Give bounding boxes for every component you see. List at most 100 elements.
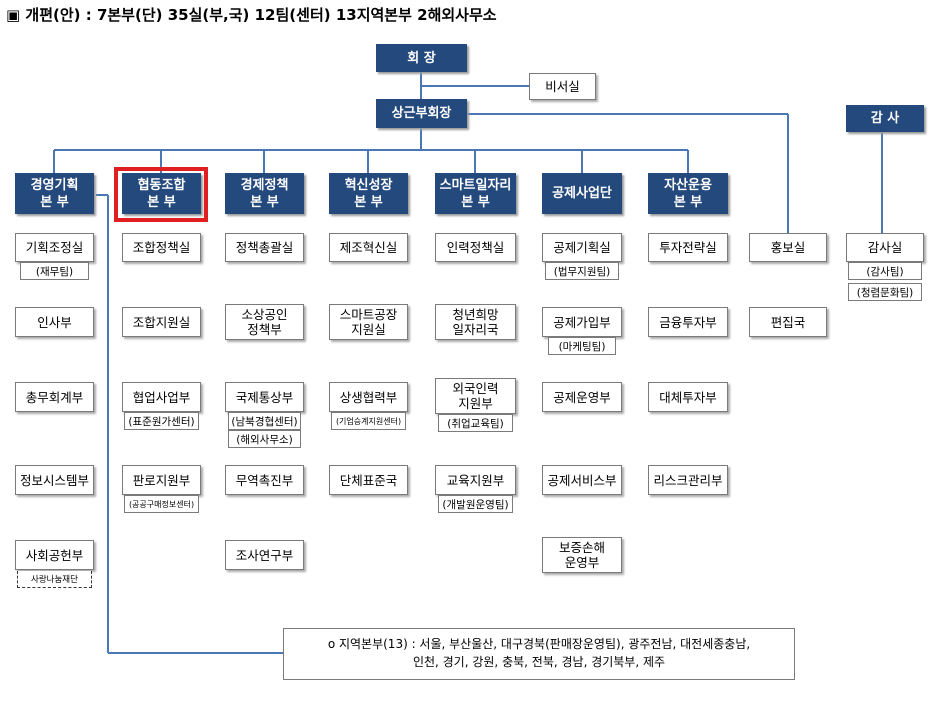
unit-label: 공제서비스부 [547, 472, 617, 488]
page-title: ▣ 개편(안) : 7본부(단) 35실(부,국) 12팀(센터) 13지역본부… [6, 6, 497, 24]
unit-mutual-aid-planning: 공제기획실 [542, 233, 622, 262]
unit-label: 공제기획실 [553, 240, 611, 255]
team-label: (남북경협센터) [231, 415, 298, 428]
hq-innovation-growth: 혁신성장 본 부 [329, 173, 408, 214]
unit-label: 홍보실 [770, 240, 806, 255]
unit-label: 편집국 [770, 314, 806, 330]
unit-manufacturing-innovation: 제조혁신실 [329, 233, 408, 262]
unit-hr: 인사부 [15, 307, 94, 337]
unit-label: 감사실 [867, 240, 903, 255]
unit-education-support: 교육지원부 [435, 465, 516, 495]
unit-label: 청년희망 [452, 307, 499, 322]
unit-label: 지원실 [351, 322, 386, 337]
unit-win-win-cooperation: 상생협력부 [329, 382, 408, 412]
hq-line2: 본 부 [40, 194, 69, 210]
unit-research: 조사연구부 [225, 540, 304, 570]
unit-label: 일자리국 [452, 322, 499, 337]
team-label: (마케팅팀) [558, 340, 606, 353]
hq-line2: 본 부 [461, 194, 490, 210]
team-label: (개발원운영팀) [442, 498, 509, 511]
unit-financial-investment: 금융투자부 [648, 307, 728, 337]
unit-label: 소상공인 [241, 307, 288, 322]
hq-mutual-aid: 공제사업단 [542, 173, 622, 214]
unit-label: 스마트공장 [339, 307, 398, 322]
unit-policy-general: 정책총괄실 [225, 233, 304, 262]
unit-label: 사회공헌부 [25, 547, 84, 563]
hq-line1: 자산운용 [664, 177, 712, 193]
unit-mutual-aid-operation: 공제운영부 [542, 382, 622, 412]
unit-trade-promotion: 무역촉진부 [225, 465, 304, 495]
unit-label: 교육지원부 [446, 472, 505, 488]
hq-line2: 본 부 [147, 194, 176, 210]
unit-label: 인력정책실 [446, 240, 505, 255]
unit-cooperative-policy: 조합정책실 [122, 233, 201, 262]
hq-line1: 경제정책 [240, 177, 289, 193]
unit-label: 협업사업부 [132, 389, 191, 405]
auditor-label: 감 사 [870, 111, 900, 126]
unit-label: 상생협력부 [339, 389, 398, 405]
unit-planning-coordination: 기획조정실 [15, 233, 94, 262]
team-integrity-culture: (청렴문화팀) [848, 283, 922, 301]
unit-label: 국제통상부 [235, 389, 294, 405]
unit-public-relations: 홍보실 [749, 233, 827, 262]
team-marketing: (마케팅팀) [548, 337, 616, 355]
unit-info-systems: 정보시스템부 [15, 465, 94, 495]
team-label: (감사팀) [866, 265, 904, 278]
unit-label: 금융투자부 [659, 314, 717, 330]
team-finance: (재무팀) [20, 262, 89, 280]
regions-line2: 인천, 경기, 강원, 충북, 전북, 경남, 경기북부, 제주 [412, 655, 666, 669]
unit-label: 조사연구부 [235, 547, 294, 563]
team-institute-operation: (개발원운영팀) [438, 495, 513, 513]
team-label: 사랑나눔재단 [31, 575, 78, 585]
team-label: (공공구매정보센터) [128, 499, 195, 509]
highlight-frame [114, 167, 208, 222]
unit-label: 인사부 [37, 314, 72, 330]
overseas-office: (해외사무소) [228, 430, 301, 448]
unit-international-trade: 국제통상부 [225, 382, 304, 412]
team-label: (청렴문화팀) [856, 286, 914, 299]
hq-cooperative: 협동조합 본 부 [122, 173, 201, 214]
hq-asset-management: 자산운용 본 부 [648, 173, 728, 214]
unit-editorial: 편집국 [749, 307, 827, 337]
unit-label: 기획조정실 [25, 240, 84, 255]
hq-economic-policy: 경제정책 본 부 [225, 173, 304, 214]
team-employment-education: (취업교육팀) [438, 414, 513, 432]
hq-line2: 본 부 [354, 194, 383, 210]
center-standard-cost: (표준원가센터) [124, 412, 199, 430]
regions-line1: o 지역본부(13) : 서울, 부산울산, 대구경북(판매장운영팀), 광주전… [327, 637, 751, 651]
chairman-box: 회 장 [376, 44, 467, 72]
unit-label: 조합지원실 [132, 314, 191, 330]
team-audit: (감사팀) [848, 262, 922, 280]
unit-label: 제조혁신실 [339, 240, 398, 255]
hq-line2: 본 부 [250, 194, 279, 210]
unit-label: 총무회계부 [25, 389, 84, 405]
unit-label: 공제가입부 [553, 314, 611, 330]
unit-label: 공제운영부 [553, 389, 611, 405]
secretary-box: 비서실 [529, 73, 596, 100]
unit-label: 대체투자부 [659, 389, 717, 405]
unit-mutual-aid-enrollment: 공제가입부 [542, 307, 622, 337]
unit-label: 판로지원부 [132, 472, 191, 488]
unit-label: 리스크관리부 [653, 472, 723, 488]
regional-headquarters-box: o 지역본부(13) : 서울, 부산울산, 대구경북(판매장운영팀), 광주전… [283, 628, 795, 680]
unit-mutual-aid-service: 공제서비스부 [542, 465, 622, 495]
hq-line1: 공제사업단 [552, 186, 612, 201]
unit-social-contribution: 사회공헌부 [15, 540, 94, 570]
hq-smart-jobs: 스마트일자리 본 부 [435, 173, 516, 214]
vice-chairman-box: 상근부회장 [376, 99, 467, 128]
unit-alternative-investment: 대체투자부 [648, 382, 728, 412]
team-label: (재무팀) [35, 265, 74, 278]
vice-chairman-label: 상근부회장 [391, 106, 452, 121]
unit-label: 지원부 [458, 396, 493, 411]
unit-label: 정책총괄실 [235, 240, 294, 255]
unit-investment-strategy: 투자전략실 [648, 233, 728, 262]
unit-label: 무역촉진부 [235, 472, 294, 488]
unit-label: 단체표준국 [339, 472, 398, 488]
unit-workforce-policy: 인력정책실 [435, 233, 516, 262]
